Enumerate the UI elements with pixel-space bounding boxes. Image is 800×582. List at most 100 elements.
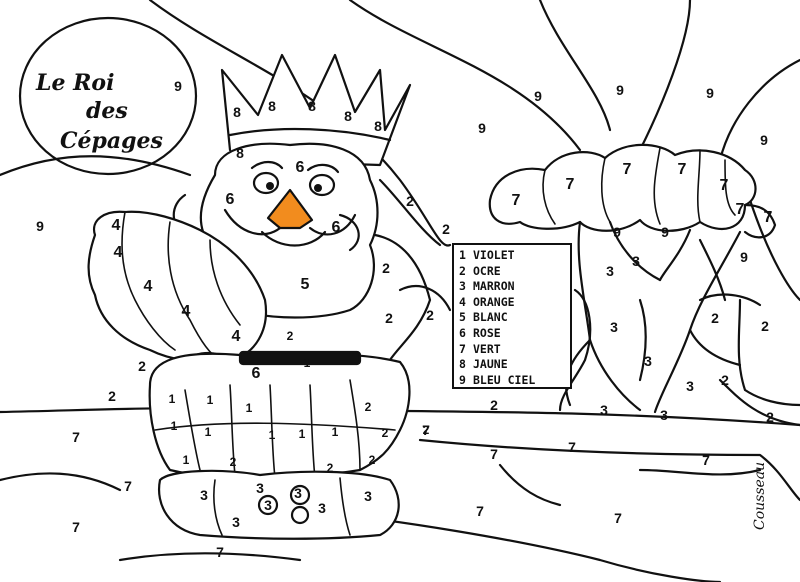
region-number-arm: 4	[231, 328, 241, 345]
vine-trunk	[698, 293, 762, 307]
legend-color: BLEU CIEL	[473, 372, 536, 387]
bark-block	[373, 233, 432, 362]
hill-line	[348, 0, 582, 152]
arm-seg	[209, 239, 241, 326]
hill-line	[748, 198, 800, 302]
vine-trunk	[688, 328, 742, 367]
legend-number: 3	[459, 279, 466, 294]
region-number-ground: 7	[72, 429, 80, 445]
crown	[220, 53, 412, 167]
pupil-left	[266, 182, 274, 190]
region-number-robe: 1	[303, 356, 311, 370]
brow-left	[250, 160, 284, 170]
region-number-bark: 2	[442, 221, 450, 237]
ground-line	[118, 552, 302, 562]
legend-number: 7	[459, 341, 466, 356]
vine-trunk	[577, 220, 642, 412]
region-number-sky: 9	[36, 218, 44, 234]
legend-number: 9	[459, 372, 466, 387]
region-number-sky: 9	[613, 224, 621, 240]
region-number-ground: 7	[422, 422, 430, 438]
mustache	[223, 208, 282, 236]
vine-trunk	[658, 228, 692, 282]
region-number-grape-bunch: 7	[511, 192, 521, 209]
region-number-arm: 4	[111, 217, 121, 234]
grape-seg	[724, 159, 736, 216]
region-number-trunk: 3	[660, 407, 668, 423]
artist-signature: Cousseau	[748, 460, 788, 560]
robe-seg	[154, 422, 396, 431]
hill-line	[638, 0, 692, 152]
brow-right	[306, 163, 340, 174]
hill-line	[538, 0, 612, 132]
region-number-arm: 4	[181, 303, 191, 320]
legend-number: 8	[459, 357, 466, 372]
puffy-arm	[87, 210, 268, 364]
region-number-bark: 2	[490, 397, 498, 413]
robe-seg	[269, 384, 276, 479]
legend-row: 7 VERT	[459, 342, 565, 358]
region-number-crown: 8	[268, 98, 276, 114]
region-number-sky: 9	[661, 224, 669, 240]
region-number-robe: 1	[182, 453, 190, 467]
feet	[157, 469, 400, 540]
title-line-1: Le Roi	[36, 70, 115, 96]
signature-text: Cousseau	[752, 461, 768, 530]
region-number-robe: 1	[204, 425, 212, 439]
vine-trunk	[638, 298, 647, 382]
bark-block	[398, 285, 452, 312]
mouth	[260, 230, 327, 247]
region-number-crown: 8	[344, 108, 352, 124]
bark-block	[718, 378, 800, 427]
title-seal: Le Roi des Cépages	[18, 20, 198, 170]
legend-number: 6	[459, 325, 466, 340]
region-number-feet: 3	[264, 497, 272, 513]
region-number-feet: 3	[232, 514, 240, 530]
region-number-sky: 9	[616, 82, 624, 98]
legend-color: VERT	[473, 341, 501, 356]
region-number-robe: 1	[170, 419, 178, 433]
region-number-face: 6	[225, 191, 235, 208]
beard-curl	[338, 213, 360, 252]
region-number-grape-bunch: 7	[719, 177, 729, 194]
robe-seg	[229, 384, 236, 476]
region-number-trunk: 3	[632, 253, 640, 269]
bark-block	[378, 178, 442, 247]
region-number-bark: 2	[382, 260, 390, 276]
region-number-ground: 7	[490, 446, 498, 462]
region-number-face: 6	[331, 219, 341, 236]
region-number-bark: 2	[406, 193, 414, 209]
region-number-grape-bunch: 7	[565, 176, 575, 193]
legend-color: VIOLET	[473, 248, 515, 262]
bark-block	[698, 238, 727, 302]
robe-seg	[184, 389, 201, 471]
region-number-ground: 7	[614, 510, 622, 526]
grape-bunch	[488, 143, 757, 232]
vine-trunk	[608, 220, 662, 282]
region-number-face: 5	[300, 276, 310, 293]
ground-line	[418, 438, 800, 502]
region-number-sky: 9	[760, 132, 768, 148]
region-number-arm: 4	[113, 244, 123, 261]
title-line-3: Cépages	[60, 128, 163, 154]
region-number-bark: 2	[766, 409, 774, 425]
region-number-feet: 3	[364, 488, 372, 504]
region-number-sky: 9	[740, 249, 748, 265]
region-number-bark: 2	[721, 372, 729, 388]
ground-line	[0, 472, 122, 492]
region-number-arm: 4	[143, 278, 153, 295]
region-number-ground: 7	[72, 519, 80, 535]
region-number-robe: 2	[381, 426, 389, 440]
region-number-feet: 3	[256, 480, 264, 496]
grape-seg	[542, 169, 556, 225]
region-number-grape-bunch: 7	[677, 161, 687, 178]
ground-line	[638, 468, 762, 476]
